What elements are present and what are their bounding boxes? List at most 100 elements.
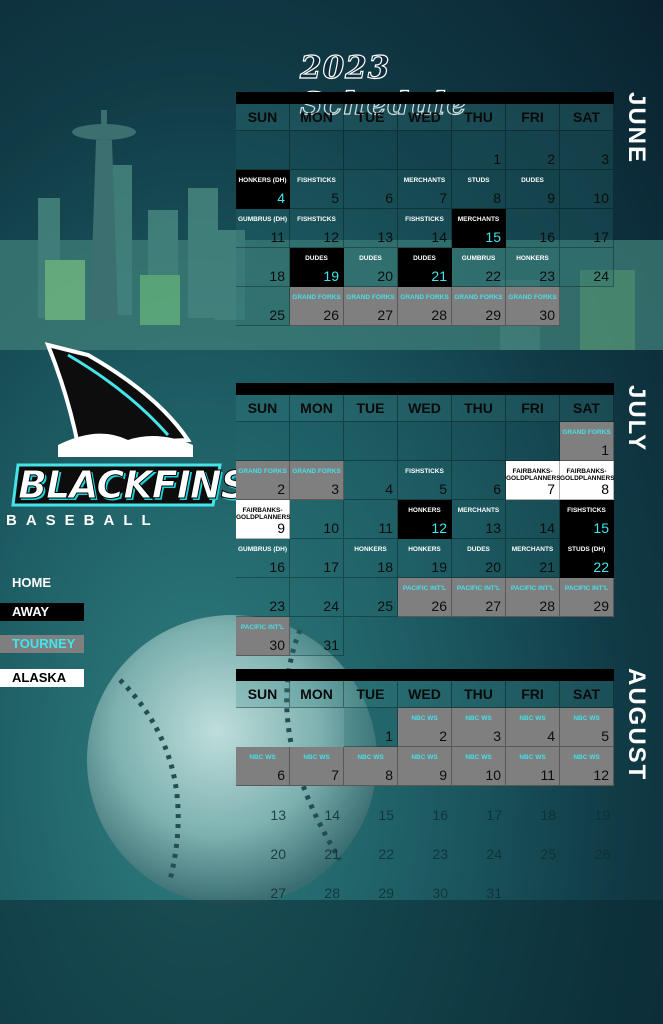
day-cell: 31 xyxy=(290,617,344,656)
day-number: 15 xyxy=(593,520,609,536)
day-number: 11 xyxy=(540,767,555,783)
day-cell xyxy=(506,422,560,461)
day-cell: GUMBRUS (DH)16 xyxy=(236,539,290,578)
opponent-label: NBC WS xyxy=(465,715,492,722)
opponent-label: PACIFIC INT'L xyxy=(564,585,609,592)
opponent-label: FISHSTICKS xyxy=(405,468,444,475)
day-cell xyxy=(290,131,344,170)
day-cell xyxy=(398,617,452,656)
day-cell: PACIFIC INT'L 29 xyxy=(560,578,614,617)
day-cell: 6 xyxy=(344,170,398,209)
day-cell: HONKERS 23 xyxy=(506,248,560,287)
day-number: 24 xyxy=(323,598,339,614)
day-cell: 23 xyxy=(236,578,290,617)
day-cell: 1 xyxy=(344,708,398,747)
day-number: 30 xyxy=(269,637,285,653)
day-cell: 29 xyxy=(344,864,398,903)
day-number: 25 xyxy=(540,846,556,862)
day-number: 12 xyxy=(431,520,447,536)
day-number: 2 xyxy=(547,151,555,167)
day-header: WED xyxy=(398,681,452,708)
opponent-label: NBC WS xyxy=(411,754,438,761)
day-cell: 17 xyxy=(290,539,344,578)
day-cell: 2 xyxy=(506,131,560,170)
day-header: WED xyxy=(398,104,452,131)
day-header: WED xyxy=(398,395,452,422)
day-cell: 10 xyxy=(560,170,614,209)
day-cell xyxy=(290,422,344,461)
day-number: 15 xyxy=(485,229,501,245)
day-cell xyxy=(398,131,452,170)
month-name: JULY xyxy=(623,385,650,453)
opponent-label: PACIFIC INT'L xyxy=(510,585,555,592)
day-number: 1 xyxy=(601,442,609,458)
day-cell: 3 xyxy=(560,131,614,170)
opponent-label: PACIFIC INT'L xyxy=(456,585,501,592)
day-cell: 11 xyxy=(344,500,398,539)
day-header: SAT xyxy=(560,681,614,708)
legend-away: AWAY xyxy=(0,603,84,621)
brand-subtitle: BASEBALL xyxy=(6,512,160,529)
day-number: 12 xyxy=(593,767,609,783)
day-cell: 6 xyxy=(452,461,506,500)
day-number: 23 xyxy=(539,268,555,284)
day-number: 29 xyxy=(485,307,501,323)
day-header: TUE xyxy=(344,681,398,708)
page-title: 2023 Schedule xyxy=(299,49,468,122)
day-number: 22 xyxy=(378,846,394,862)
day-number: 3 xyxy=(331,481,339,497)
opponent-label: NBC WS xyxy=(519,715,546,722)
day-cell: 4 xyxy=(344,461,398,500)
day-number: 13 xyxy=(377,229,393,245)
day-number: 10 xyxy=(593,190,609,206)
opponent-label: NBC WS xyxy=(465,754,492,761)
month-name: AUGUST xyxy=(623,668,650,782)
day-number: 24 xyxy=(486,846,502,862)
day-number: 6 xyxy=(493,481,501,497)
day-cell: GUMBRUS (DH)11 xyxy=(236,209,290,248)
opponent-label: MERCHANTS xyxy=(511,546,554,553)
day-header: THU xyxy=(452,681,506,708)
day-header: MON xyxy=(290,681,344,708)
opponent-label: HONKERS xyxy=(516,255,549,262)
opponent-label: GRAND FORKS xyxy=(346,294,395,301)
day-number: 21 xyxy=(431,268,447,284)
day-number: 29 xyxy=(378,885,394,901)
day-number: 29 xyxy=(593,598,609,614)
opponent-label: HONKERS xyxy=(354,546,387,553)
day-header: TUE xyxy=(344,104,398,131)
month-bar xyxy=(236,383,614,395)
day-number: 27 xyxy=(270,885,286,901)
day-number: 13 xyxy=(485,520,501,536)
day-number: 7 xyxy=(439,190,447,206)
day-number: 19 xyxy=(431,559,447,575)
day-header: THU xyxy=(452,104,506,131)
day-number: 23 xyxy=(432,846,448,862)
opponent-label: GRAND FORKS xyxy=(292,468,341,475)
day-number: 13 xyxy=(270,807,286,823)
day-cell xyxy=(560,617,614,656)
day-cell: 13 xyxy=(344,209,398,248)
day-cell: 27 xyxy=(236,864,290,903)
opponent-label: HONKERS (DH) xyxy=(238,177,287,184)
opponent-label: FISHSTICKS xyxy=(297,216,336,223)
day-number: 17 xyxy=(593,229,609,245)
opponent-label: GUMBRUS (DH) xyxy=(237,546,288,553)
opponent-label: GRAND FORKS xyxy=(400,294,449,301)
